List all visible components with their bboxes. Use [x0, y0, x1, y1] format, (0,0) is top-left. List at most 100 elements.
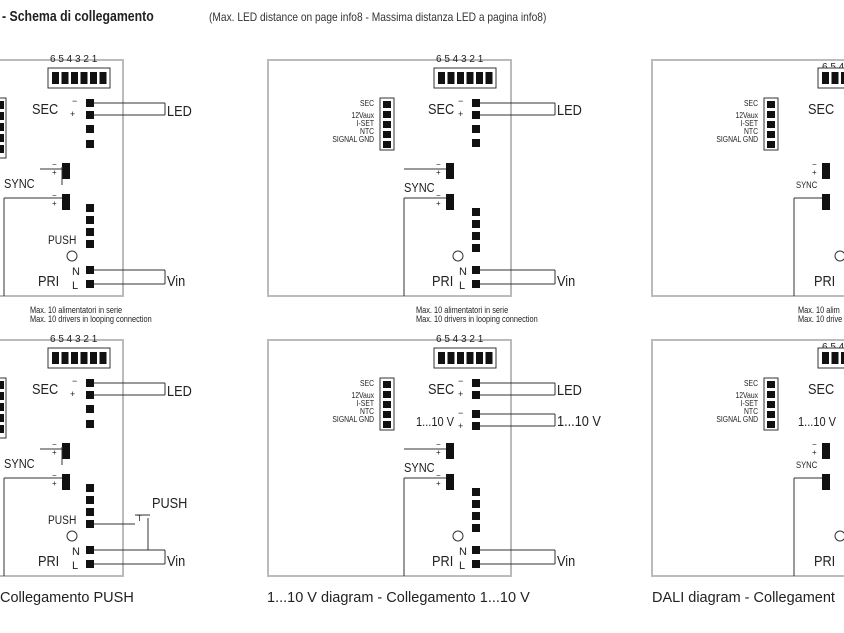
push-top-label-vin: Vin [167, 272, 185, 289]
1-10v-bottom-label-led: LED [557, 381, 582, 398]
1-10v-bottom-label-signal-gnd: SIGNAL GND [332, 414, 374, 424]
1-10v-bottom-sec-plus: + [458, 389, 463, 399]
1-10v-top-sync-pin-c [446, 194, 454, 202]
push-top-pin [86, 140, 94, 148]
dali-top-sync-pin-b [822, 171, 830, 179]
push-top-label-l: L [72, 280, 78, 292]
1-10v-bottom-sync-minus: − [436, 440, 441, 449]
1-10v-top-sync-pin-a [446, 163, 454, 171]
push-bottom-label-pri: PRI [38, 552, 59, 569]
dali-bottom-label-ntc: NTC [744, 406, 759, 416]
dali-bottom-label-iset: I-SET [741, 398, 759, 408]
1-10v-bottom-signal-pin [383, 391, 391, 398]
push-bottom-pin [86, 420, 94, 428]
1-10v-top-sec-minus: − [458, 96, 463, 106]
dali-bottom-label-12vaux: 12Vaux [735, 390, 758, 400]
dali-top-label-iset: I-SET [741, 118, 759, 128]
1-10v-bottom-110v-pin-minus [472, 410, 480, 418]
push-bottom-signal-pin [0, 425, 4, 433]
push-top-dip-switch-lever [80, 72, 88, 84]
push-top-sec-pin-minus [86, 99, 94, 107]
push-bottom-signal-pin [0, 392, 4, 400]
push-bottom-label-n: N [72, 546, 80, 558]
push-bottom-dip-switch-lever [90, 352, 97, 364]
1-10v-bottom-sync-pin-d [446, 482, 454, 490]
1-10v-bottom-pin-l [472, 560, 480, 568]
1-10v-top-dip-switch-lever [485, 72, 493, 84]
1-10v-bottom-sync-pin-b [446, 451, 454, 459]
1-10v-top-label-iset: I-SET [357, 118, 375, 128]
1-10v-top-signal-pin [383, 131, 391, 138]
push-top-label-sync: SYNC [4, 176, 35, 191]
push-top-pin [86, 228, 94, 236]
dali-bottom-signal-pin [767, 391, 775, 398]
1-10v-bottom-label-iset: I-SET [357, 398, 375, 408]
diagram-title: - Schema di collegamento [2, 8, 154, 25]
push-bottom-dip-numbers: 6 5 4 3 2 1 [50, 334, 98, 345]
push-top-pin-l [86, 280, 94, 288]
dali-top-signal-pin [767, 101, 775, 108]
dali-bottom-signal-pin [767, 411, 775, 418]
push-top-sync-plus-2: + [52, 199, 57, 208]
1-10v-bottom-sec-pin-minus [472, 379, 480, 387]
1-10v-top-label-sec: SEC [428, 100, 454, 117]
1-10v-bottom-dip-switch-lever [457, 352, 464, 364]
dali-top-signal-pin [767, 121, 775, 128]
dali-bottom-label-sync: SYNC [796, 459, 817, 470]
push-bottom-push-switch-symbol: T [137, 514, 142, 523]
1-10v-top-label-pri: PRI [432, 272, 453, 289]
1-10v-bottom-110v-pin-plus [472, 422, 480, 430]
push-top-sync-pin-c [62, 194, 70, 202]
push-bottom-sync-plus: + [52, 448, 57, 457]
push-bottom-pin [86, 405, 94, 413]
note-italian-col2: Max. 10 alimentatori in serie [416, 305, 509, 315]
1-10v-bottom-label-12vaux: 12Vaux [351, 390, 374, 400]
push-top-signal-pin [0, 145, 4, 153]
push-bottom-sync-pin-b [62, 451, 70, 459]
1-10v-bottom-earth-symbol [452, 530, 464, 542]
push-top-signal-pin [0, 112, 4, 120]
push-top-signal-pin [0, 101, 4, 109]
1-10v-top-label-l: L [459, 280, 465, 292]
push-bottom-pin [86, 508, 94, 516]
push-bottom-signal-pin [0, 403, 4, 411]
push-bottom-sec-minus: − [72, 376, 77, 386]
1-10v-top-dip-switch-lever [447, 72, 455, 84]
push-bottom-sync-minus: − [52, 440, 57, 449]
1-10v-bottom-dip-switch-lever [438, 352, 445, 364]
1-10v-bottom-signal-pin [383, 381, 391, 388]
push-bottom-sec-pin-minus [86, 379, 94, 387]
1-10v-top-dip-switch-lever [438, 72, 445, 84]
push-top-sec-minus: − [72, 96, 77, 106]
dali-top-sync-pin-a [822, 163, 830, 171]
push-bottom-push-pin [86, 520, 94, 528]
push-top-sync-plus: + [52, 168, 57, 177]
push-bottom-label-sync: SYNC [4, 456, 35, 471]
1-10v-top-label-vin: Vin [557, 272, 575, 289]
1-10v-top-housing [267, 59, 512, 297]
push-top-earth-symbol [66, 250, 78, 262]
dali-top-label-sec: SEC [808, 100, 834, 117]
push-top-dip-switch-lever [71, 72, 78, 84]
push-top-sec-pin-plus [86, 111, 94, 119]
push-top-label-n: N [72, 266, 80, 278]
dali-top-label-12vaux: 12Vaux [735, 110, 758, 120]
dali-top-signal-pin [767, 111, 775, 118]
1-10v-bottom-dip-switch-lever [485, 352, 493, 364]
1-10v-bottom-label-ntc: NTC [360, 406, 375, 416]
push-top-pin [86, 216, 94, 224]
push-bottom-dip-switch-lever [80, 352, 88, 364]
dali-bottom-label-110v-left: 1...10 V [798, 414, 836, 429]
1-10v-bottom-pin [472, 524, 480, 532]
1-10v-bottom-label-pri: PRI [432, 552, 453, 569]
dali-bottom-housing [651, 339, 844, 577]
push-bottom-dip-switch-lever [71, 352, 78, 364]
push-bottom-signal-pin [0, 381, 4, 389]
push-top-label-led: LED [167, 102, 192, 119]
1-10v-bottom-housing [267, 339, 512, 577]
1-10v-top-label-ntc: NTC [360, 126, 375, 136]
push-bottom-sync-pin-d [62, 482, 70, 490]
1-10v-bottom-110v-plus: + [458, 421, 463, 431]
1-10v-top-sync-pin-d [446, 202, 454, 210]
push-bottom-label-led: LED [167, 382, 192, 399]
